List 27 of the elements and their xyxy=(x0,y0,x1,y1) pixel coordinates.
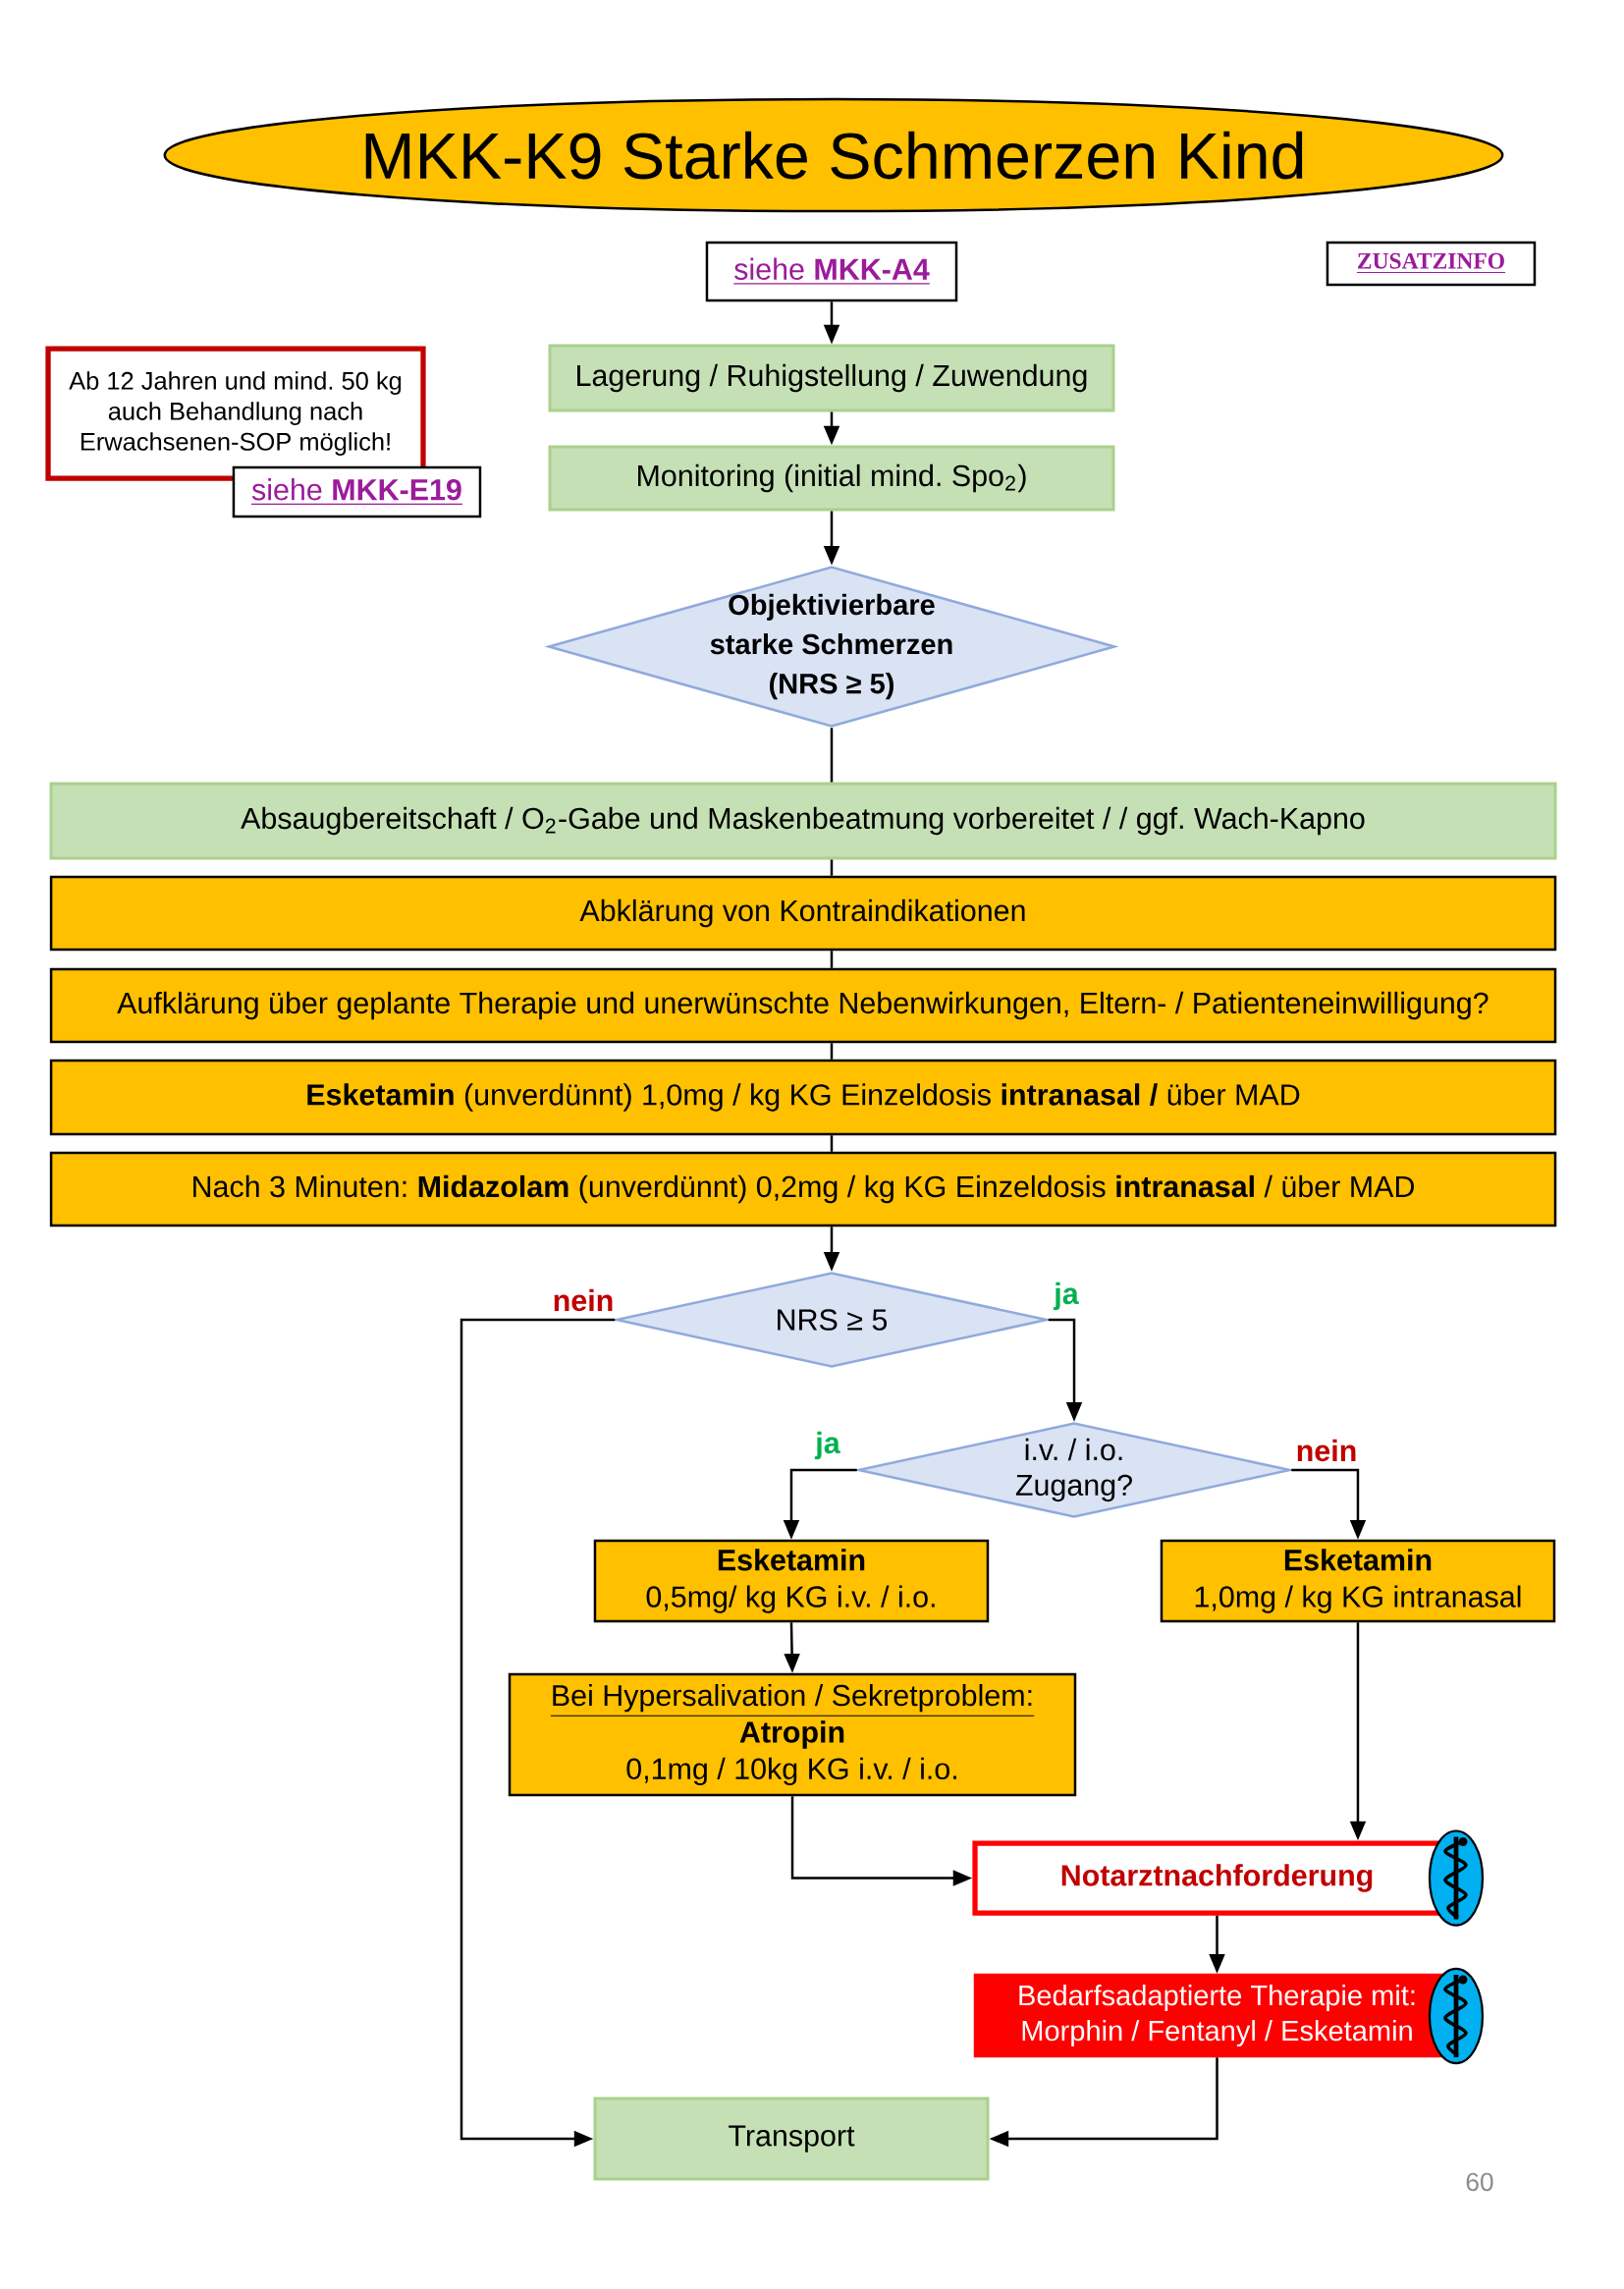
page-number: 60 xyxy=(1466,2172,1493,2192)
process-box: Nach 3 Minuten: Midazolam (unverdünnt) 0,2mg / kg KG Einzeldosis intranasal / über MAD xyxy=(49,1151,1557,1227)
link-box: ZUSATZINFO xyxy=(1326,241,1537,287)
title-banner: MKK-K9 Starke Schmerzen Kind xyxy=(163,97,1504,213)
edge-label: ja xyxy=(1051,1280,1082,1313)
edge-label: nein xyxy=(549,1286,618,1314)
connector-line xyxy=(830,1043,834,1060)
process-box: Bei Hypersalivation / Sekretproblem: Atropin 0,1mg / 10kg KG i.v. / i.o. xyxy=(508,1672,1077,1797)
process-box: Abklärung von Kontraindikationen xyxy=(49,875,1557,952)
edge-label: nein xyxy=(1292,1437,1361,1464)
connector-line xyxy=(830,1135,834,1152)
link-box: siehe MKK-E19 xyxy=(232,465,482,518)
edge-label: ja xyxy=(812,1429,843,1462)
process-box: Monitoring (initial mind. Spo$_{2}$) xyxy=(548,445,1115,512)
process-box: Lagerung / Ruhigstellung / Zuwendung xyxy=(548,344,1115,412)
connector-line xyxy=(830,859,834,876)
alert-box: Notarztnachforderung xyxy=(972,1840,1462,1916)
process-box: Transport xyxy=(593,2097,990,2181)
connector-line xyxy=(830,728,834,783)
process-box: Esketamin 0,5mg/ kg KG i.v. / i.o. xyxy=(593,1539,990,1623)
process-box: Esketamin 1,0mg / kg KG intranasal xyxy=(1160,1539,1556,1623)
alert-box: Bedarfsadaptierte Therapie mit: Morphin / Fentanyl / Esketamin xyxy=(973,1973,1461,2058)
link-box: siehe MKK-A4 xyxy=(705,241,958,302)
process-box: Absaugbereitschaft / O$_{2}$-Gabe und Maskenbeatmung vorbereitet / / ggf. Wach-Kapno xyxy=(49,782,1557,860)
process-box: Esketamin (unverdünnt) 1,0mg / kg KG Einzeldosis intranasal / über MAD xyxy=(49,1059,1557,1136)
connector-line xyxy=(830,951,834,968)
process-box: Aufklärung über geplante Therapie und unerwünschte Nebenwirkungen, Eltern- / Patienteneinwilligung? xyxy=(49,967,1557,1044)
